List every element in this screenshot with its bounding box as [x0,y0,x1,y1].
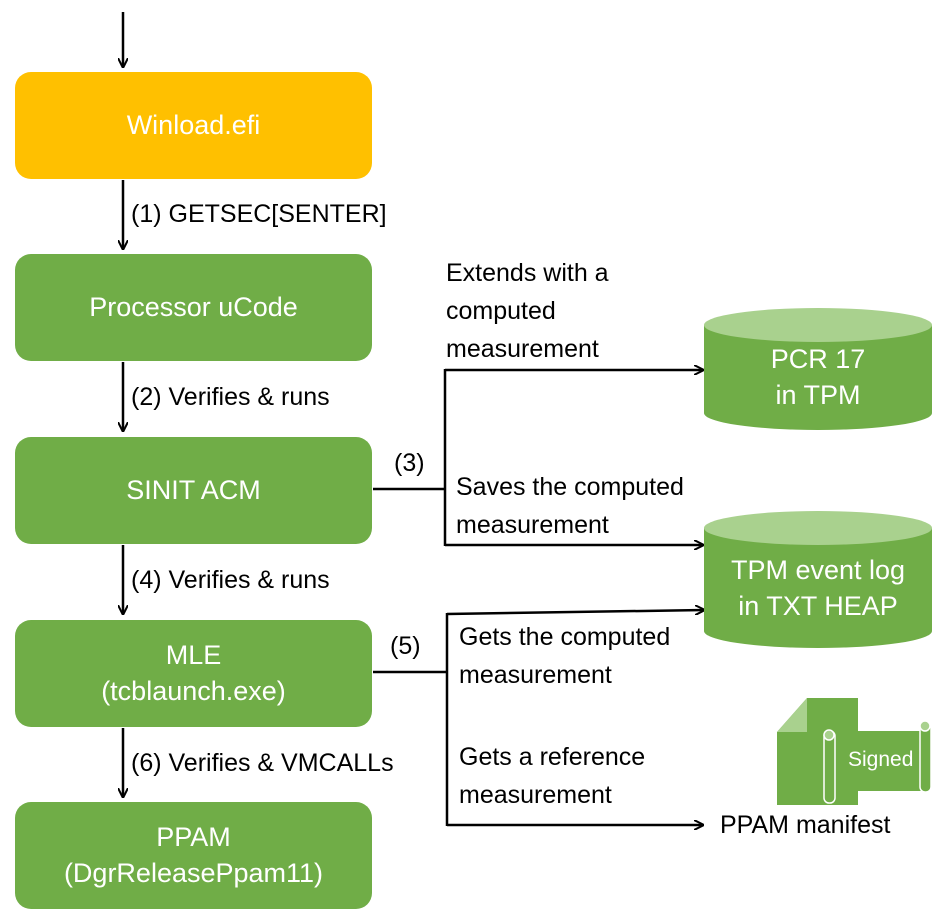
edge-label-6: (6) Verifies & VMCALLs [131,749,394,777]
gets-computed-label-line2: measurement [459,661,612,689]
extends-label-line1: Extends with a [446,259,609,287]
edge-label-2: (2) Verifies & runs [131,383,330,411]
pcr17-label: PCR 17 in TPM [704,341,932,413]
pcr17-cylinder [704,308,932,430]
pcr17-label-line2: in TPM [775,380,861,410]
signed-scroll-icon [823,720,932,804]
pcr17-label-line1: PCR 17 [770,344,866,374]
winload-box: Winload.efi [15,72,372,179]
saves-label-line2: measurement [456,511,609,539]
ppam-label-line1: PPAM [156,822,231,853]
mle-label-line1: MLE [165,640,222,671]
gets-reference-label-line2: measurement [459,781,612,809]
sinit-acm-label: SINIT ACM [126,474,261,505]
edge-label-1: (1) GETSEC[SENTER] [131,200,387,228]
event-log-label-line1: TPM event log [730,555,906,585]
edge-label-5: (5) [390,632,421,660]
processor-ucode-label: Processor uCode [89,291,298,322]
winload-label: Winload.efi [126,109,261,140]
edge-label-3: (3) [394,449,425,477]
ppam-label-line2: (DgrReleasePpam11) [63,857,324,888]
sinit-acm-box: SINIT ACM [15,437,372,544]
saves-label-line1: Saves the computed [456,473,684,501]
processor-ucode-box: Processor uCode [15,254,372,361]
event-log-label: TPM event log in TXT HEAP [704,552,932,624]
mle-box: MLE (tcblaunch.exe) [15,620,372,727]
ppam-box: PPAM (DgrReleasePpam11) [15,802,372,909]
ppam-manifest-label: PPAM manifest [720,811,891,839]
signed-label: Signed [848,748,914,771]
event-log-label-line2: in TXT HEAP [738,591,898,621]
gets-computed-label-line1: Gets the computed [459,623,671,651]
event-log-cylinder [704,511,932,648]
extends-label-line2: computed [446,297,556,325]
gets-reference-label-line1: Gets a reference [459,743,646,771]
arrow-from-event-log [446,610,704,616]
edge-label-4: (4) Verifies & runs [131,566,330,594]
mle-label-line2: (tcblaunch.exe) [101,675,286,706]
extends-label-line3: measurement [446,335,599,363]
